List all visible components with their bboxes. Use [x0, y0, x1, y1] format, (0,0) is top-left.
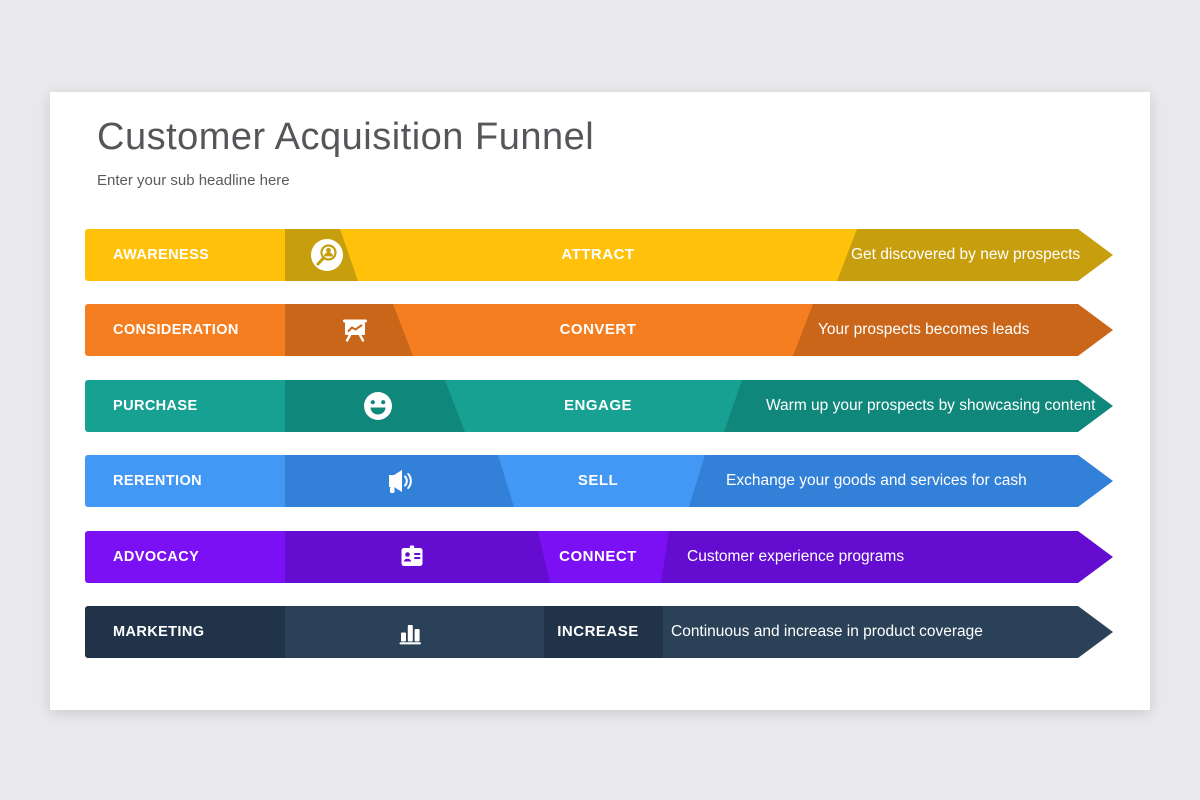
- description-text: Your prospects becomes leads: [818, 321, 1030, 338]
- action-label: CONNECT: [559, 548, 637, 565]
- funnel-row-awareness: AWARENESS ATTRACT Get discovered by new …: [85, 229, 1113, 281]
- description-band: [722, 380, 1113, 432]
- center-band: [544, 606, 663, 658]
- description-band: [659, 531, 1113, 583]
- center-band: [393, 304, 813, 356]
- stage-text: ADVOCACY: [113, 549, 200, 565]
- description-text: Continuous and increase in product cover…: [671, 623, 983, 640]
- description-text: Exchange your goods and services for cas…: [726, 472, 1027, 489]
- description-text: Warm up your prospects by showcasing con…: [766, 397, 1096, 414]
- funnel-row-advocacy: ADVOCACY CONNECT Customer experience pro…: [85, 531, 1113, 583]
- id-badge-icon: [395, 540, 429, 574]
- slide-card: Customer Acquisition Funnel Enter your s…: [50, 92, 1150, 710]
- funnel-row-consideration: CONSIDERATION CONVERT Your prospects bec…: [85, 304, 1113, 356]
- center-band: [498, 455, 705, 507]
- stage-label: ADVOCACY: [85, 531, 285, 583]
- center-band: [538, 531, 669, 583]
- page-subtitle: Enter your sub headline here: [97, 172, 290, 189]
- stage-text: AWARENESS: [113, 247, 210, 263]
- stage-text: PURCHASE: [113, 398, 198, 414]
- stage-text: RERENTION: [113, 473, 202, 489]
- stage-text: MARKETING: [113, 624, 205, 640]
- center-band: [340, 229, 857, 281]
- page-title: Customer Acquisition Funnel: [97, 116, 595, 158]
- funnel-row-purchase: PURCHASE ENGAGE Warm up your prospects b…: [85, 380, 1113, 432]
- action-label: CONVERT: [559, 321, 637, 338]
- description-text: Customer experience programs: [687, 548, 905, 565]
- stage-label: MARKETING: [85, 606, 285, 658]
- search-user-icon: [310, 238, 344, 272]
- action-label: INCREASE: [557, 623, 639, 640]
- action-label: SELL: [577, 472, 619, 489]
- funnel-row-marketing: MARKETING INCREASE Continuous and increa…: [85, 606, 1113, 658]
- action-label: ATTRACT: [561, 246, 635, 263]
- description-band: [687, 455, 1113, 507]
- stage-label: CONSIDERATION: [85, 304, 285, 356]
- description-band: [835, 229, 1113, 281]
- description-band: [791, 304, 1113, 356]
- presentation-chart-icon: [338, 313, 372, 347]
- stage-label: AWARENESS: [85, 229, 285, 281]
- description-band: [661, 606, 1113, 658]
- center-band: [445, 380, 742, 432]
- icon-band: [283, 606, 546, 658]
- stage-label: RERENTION: [85, 455, 285, 507]
- funnel-row-retention: RERENTION SELL Exchange your goods and s…: [85, 455, 1113, 507]
- smiley-icon: [361, 389, 395, 423]
- stage-label: PURCHASE: [85, 380, 285, 432]
- action-label: ENGAGE: [563, 397, 633, 414]
- megaphone-icon: [381, 464, 415, 498]
- bar-chart-icon: [393, 615, 427, 649]
- description-text: Get discovered by new prospects: [851, 246, 1081, 263]
- stage-text: CONSIDERATION: [113, 322, 239, 338]
